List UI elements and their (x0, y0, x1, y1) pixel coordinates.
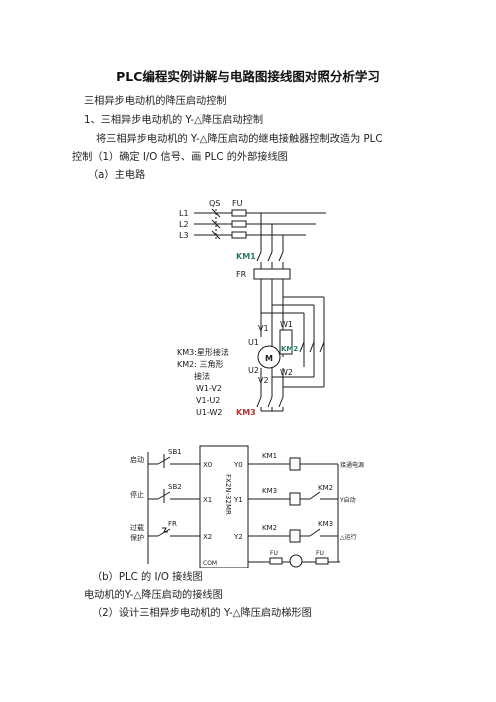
body-paragraph-line-2: 控制（1）确定 I/O 信号、画 PLC 的外部接线图 (72, 152, 288, 163)
fuse-label-1: FU (270, 550, 278, 557)
qs-label: QS (209, 199, 220, 208)
input-device-sb1: SB1 (168, 448, 182, 456)
input-port-x0: X0 (203, 461, 212, 469)
fr-label: FR (236, 270, 247, 279)
main-circuit-diagram: L1 L2 L3 QS FU FR M U1 V1 W1 U2 V2 W2 KM… (177, 199, 326, 417)
terminal-w1: W1 (280, 320, 293, 329)
legend-line-3: 接法 (194, 371, 210, 381)
terminal-w2: W2 (280, 368, 293, 377)
output-coil-km2: KM2 (262, 524, 277, 532)
input-device-fr: FR (168, 520, 177, 528)
output-coil-km1: KM1 (262, 452, 277, 460)
input-port-x1: X1 (203, 496, 212, 504)
km1-label: KM1 (236, 252, 256, 261)
page-title: PLC编程实例讲解与电路图接线图对照分析学习 (116, 69, 380, 84)
section-heading: 三相异步电动机的降压启动控制 (84, 96, 227, 107)
legend-line-5: V1-U2 (196, 396, 220, 405)
figure-caption-b: （b）PLC 的 I/O 接线图 (92, 572, 203, 583)
body-paragraph-line-1: 将三相异步电动机的 Y-△降压启动的继电接触器控制改造为 PLC (96, 134, 383, 145)
terminal-v2: V2 (258, 376, 269, 385)
legend-line-4: W1-V2 (196, 384, 222, 393)
output-port-y0: Y0 (233, 461, 243, 469)
fuse-label-2: FU (316, 550, 324, 557)
legend-line-2: KM2: 三角形 (177, 359, 223, 369)
plc-com-label: COM (203, 560, 217, 567)
input-device-sb2: SB2 (168, 483, 182, 491)
input-port-x2: X2 (203, 533, 212, 541)
motor-label: M (265, 354, 273, 363)
line-label-l1: L1 (179, 209, 189, 218)
io-wiring-diagram: 启动 SB1 X0 停止 SB2 X1 过载 保护 FR X2 COM Y0 Y… (130, 445, 364, 569)
line-label-l3: L3 (179, 231, 189, 240)
km3-label: KM3 (236, 408, 256, 417)
fu-label: FU (232, 199, 243, 208)
input-label-stop: 停止 (130, 490, 144, 499)
output-coil-km3: KM3 (262, 487, 277, 495)
input-label-start: 启动 (130, 455, 144, 464)
legend-line-1: KM3:星形接法 (177, 347, 229, 357)
output-contact-km3: KM3 (318, 520, 333, 528)
km2-label: KM2 (281, 345, 298, 353)
body-paragraph-ladder: （2）设计三相异步电动机的 Y-△降压启动梯形图 (92, 608, 312, 619)
output-contact-km2: KM2 (318, 484, 333, 492)
output-note-delta: △运行 (340, 533, 357, 541)
terminal-u2: U2 (248, 366, 259, 375)
output-port-y1: Y1 (233, 496, 243, 504)
line-label-l2: L2 (179, 220, 189, 229)
figure-caption-a: （a）主电路 (88, 170, 146, 181)
plc-model-label: FX2N-32MR (224, 474, 232, 515)
output-note-star: Y启动 (339, 496, 356, 504)
terminal-v1: V1 (258, 324, 269, 333)
io-wiring-figure: 启动 SB1 X0 停止 SB2 X1 过载 保护 FR X2 COM Y0 Y… (130, 444, 364, 569)
terminal-u1: U1 (248, 338, 259, 347)
output-note-power: 接通电源 (340, 461, 364, 469)
output-port-y2: Y2 (233, 533, 243, 541)
input-label-protection: 保护 (130, 533, 144, 542)
subsection-heading: 1、三相异步电动机的 Y-△降压启动控制 (84, 115, 264, 126)
body-paragraph-wiring: 电动机的Y-△降压启动的接线图 (84, 590, 223, 601)
main-circuit-figure: L1 L2 L3 QS FU FR M U1 V1 W1 U2 V2 W2 KM… (176, 197, 356, 428)
legend-line-6: U1-W2 (196, 408, 223, 417)
input-label-overload: 过载 (130, 523, 144, 532)
